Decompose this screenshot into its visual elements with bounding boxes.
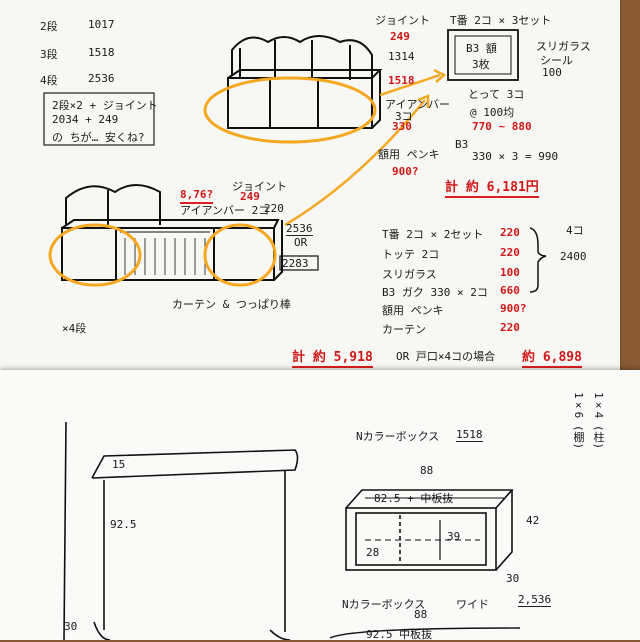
price-330: 330 xyxy=(392,120,412,133)
paint-label: 額用 ペンキ xyxy=(378,148,440,161)
inner-label: 82.5 + 中板抜 xyxy=(374,492,454,505)
or-label: OR xyxy=(294,236,308,249)
side-note-2: 1×6 (棚) xyxy=(572,392,585,450)
price-2283: 2283 xyxy=(282,257,309,270)
sheet-label: シール xyxy=(540,54,573,67)
b3-label: B3 xyxy=(455,138,469,151)
list-item-4-value: 660 xyxy=(500,284,520,297)
row4-label: 4段 xyxy=(40,74,58,87)
dim-88b: 88 xyxy=(414,608,428,621)
list-item-2-label: トッテ 2コ xyxy=(382,248,440,261)
b3-frame-inner xyxy=(454,35,512,75)
total-main: 計 約 5,918 xyxy=(292,346,373,368)
note-box xyxy=(43,92,155,146)
list-item-5-label: 額用 ペンキ xyxy=(382,304,444,317)
tall-shelf-drawing xyxy=(63,421,299,640)
subtotal: 2400 xyxy=(560,250,587,263)
price-249b: 249 xyxy=(240,190,260,203)
dim-30a: 30 xyxy=(64,620,78,633)
note-line2: 2034 + 249 xyxy=(52,113,119,126)
handle-label: とって 3コ xyxy=(468,88,525,101)
list-item-2-value: 220 xyxy=(500,246,520,259)
hanger-label-2: アイアンバー 2コ xyxy=(180,204,270,217)
glass-label: スリガラス xyxy=(536,40,591,53)
color-box-drawing xyxy=(345,489,514,571)
list-item-1-label: T番 2コ × 2セット xyxy=(382,228,484,241)
box-title: Nカラーボックス xyxy=(356,430,440,443)
frame-label: B3 額 xyxy=(466,42,497,55)
hinge-title: T番 2コ × 3セット xyxy=(450,14,552,27)
dim-39: 39 xyxy=(447,530,461,543)
orange-highlight-right xyxy=(203,223,277,287)
list-item-4-label: B3 ガク 330 × 2コ xyxy=(382,286,488,299)
orange-arrow-1 xyxy=(379,73,441,97)
row3-value: 1518 xyxy=(88,46,115,59)
total-alt: 約 6,898 xyxy=(522,346,582,368)
list-item-6-label: カーテン xyxy=(382,323,426,336)
row2-value: 1017 xyxy=(88,18,115,31)
price-900: 900? xyxy=(392,165,419,178)
joint-label: ジョイント xyxy=(375,14,430,27)
row2-label: 2段 xyxy=(40,20,58,33)
price-220: 220 xyxy=(264,202,284,215)
hanger-qty: 3コ xyxy=(395,110,413,123)
mid-cabinet-drawing xyxy=(61,184,283,281)
price-876: 8,76? xyxy=(180,188,214,204)
total-top: 計 約 6,181円 xyxy=(445,176,539,198)
list-item-6-value: 220 xyxy=(500,321,520,334)
side-note-1: 1×4 (柱) xyxy=(592,392,605,450)
x4-label: ×4段 xyxy=(62,322,87,335)
note-line3: の ちが… 安くね? xyxy=(52,131,145,144)
sheet-value: 100 xyxy=(542,66,562,79)
hanger-label: アイアンバー xyxy=(385,98,451,111)
count-label: 4コ xyxy=(566,224,584,237)
box-title-2: Nカラーボックス xyxy=(342,598,426,611)
price-2536: 2536 xyxy=(286,222,313,236)
dim-42: 42 xyxy=(526,514,540,527)
wide-label: ワイド xyxy=(456,598,489,611)
orange-arrow-1-head xyxy=(433,68,447,83)
dim-88: 88 xyxy=(420,464,434,477)
b3-frame-drawing xyxy=(447,29,519,81)
alt-price-box xyxy=(279,255,319,271)
orange-arrow-2 xyxy=(284,99,426,227)
list-item-1-value: 220 xyxy=(500,226,520,239)
b3-calc: 330 × 3 = 990 xyxy=(472,150,559,163)
price-249: 249 xyxy=(390,30,410,43)
dim-28: 28 xyxy=(366,546,380,559)
price-1518: 1518 xyxy=(388,74,415,87)
wide-box-top-edge xyxy=(329,627,521,639)
curtain-label: カーテン & つっぱり棒 xyxy=(172,298,291,311)
note-line1: 2段×2 + ジョイント xyxy=(52,99,158,112)
dim-92-5: 92.5 xyxy=(110,518,137,531)
wide-value: 2,536 xyxy=(518,593,552,607)
price-1314: 1314 xyxy=(388,50,415,63)
row4-value: 2536 xyxy=(88,72,115,85)
list-item-5-value: 900? xyxy=(500,302,527,315)
total-mid: OR 戸口×4コの場合 xyxy=(396,350,496,363)
joint-label-2: ジョイント xyxy=(232,180,287,193)
notebook-page-top xyxy=(0,0,620,385)
notebook-page-bottom xyxy=(0,370,640,640)
orange-highlight-left xyxy=(48,223,142,287)
price-bracket xyxy=(529,227,547,293)
price-range: 770 ~ 880 xyxy=(472,120,532,133)
orange-highlight-top xyxy=(203,76,377,144)
frame-qty: 3枚 xyxy=(472,58,490,71)
inner-label-2: 92.5 中板抜 xyxy=(366,628,433,641)
row3-label: 3段 xyxy=(40,48,58,61)
box-title-value: 1518 xyxy=(456,428,483,442)
list-item-3-value: 100 xyxy=(500,266,520,279)
orange-arrow-2-head xyxy=(417,94,430,108)
list-item-3-label: スリガラス xyxy=(382,268,437,281)
dim-30b: 30 xyxy=(506,572,520,585)
top-cabinet-drawing xyxy=(227,35,383,129)
dim-15: 15 xyxy=(112,458,126,471)
price-note: @ 100均 xyxy=(470,106,515,119)
